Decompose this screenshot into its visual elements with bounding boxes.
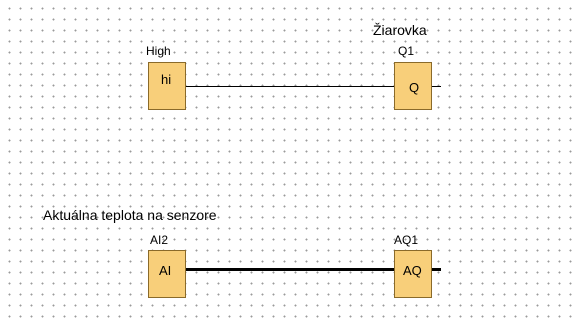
high-constant-block[interactable]: hi (148, 62, 186, 110)
block-label-aq1: AQ1 (394, 233, 419, 247)
q1-block-symbol: Q (409, 80, 420, 95)
ai2-analog-input-block[interactable]: AI (148, 250, 186, 298)
comment-lamp[interactable]: Žiarovka (373, 22, 427, 38)
block-label-high: High (146, 44, 171, 58)
q1-output-connector[interactable] (432, 86, 441, 87)
ai2-block-symbol: AI (159, 263, 172, 278)
comment-sensor-temperature[interactable]: Aktuálna teplota na senzore (43, 207, 217, 223)
aq1-block-symbol: AQ (403, 263, 422, 278)
block-label-ai2: AI2 (150, 233, 169, 247)
aq1-output-connector[interactable] (432, 268, 441, 271)
connector-high-to-q1[interactable] (186, 86, 394, 87)
connector-ai2-to-aq1[interactable] (186, 268, 394, 271)
block-label-q1: Q1 (398, 44, 415, 58)
high-block-symbol: hi (161, 72, 172, 87)
q1-output-block[interactable]: Q (394, 62, 432, 110)
aq1-analog-output-block[interactable]: AQ (394, 250, 432, 298)
